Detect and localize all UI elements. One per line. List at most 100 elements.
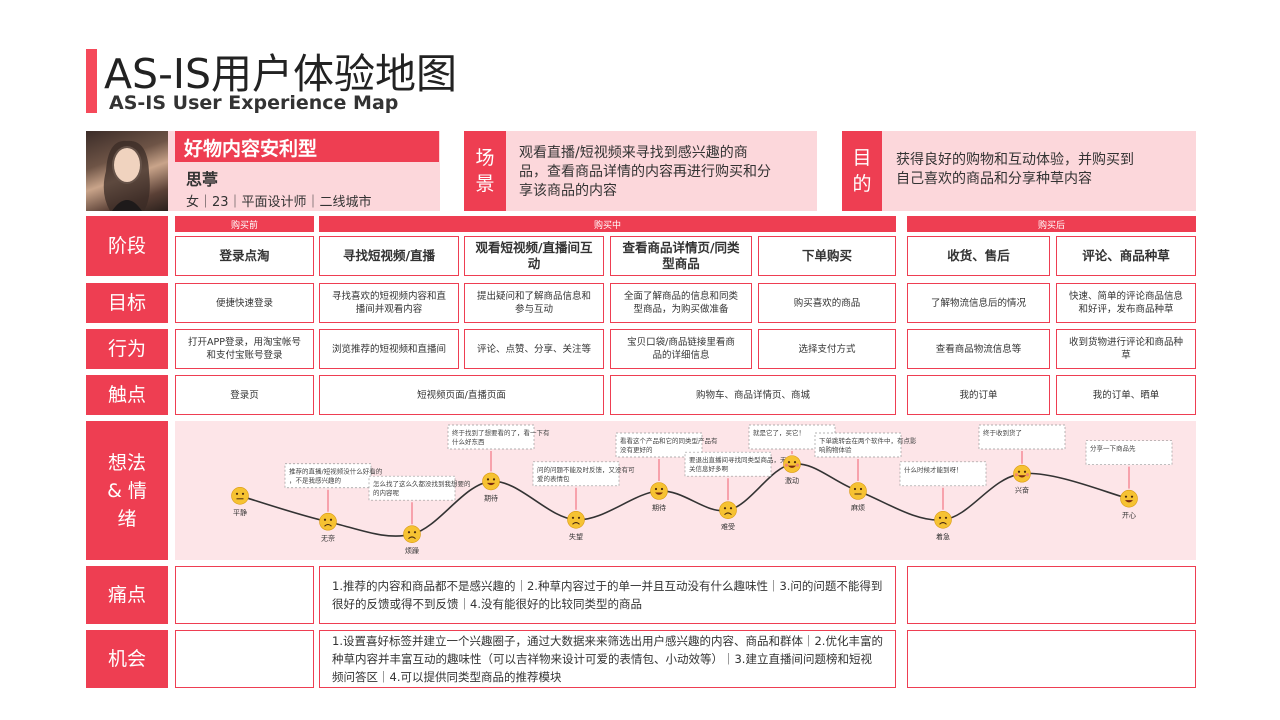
emoji-eye bbox=[577, 516, 581, 519]
emoji-face bbox=[231, 487, 249, 505]
emoji-eye bbox=[1130, 495, 1134, 498]
goal-cell: 全面了解商品的信息和同类型商品，为购买做准备 bbox=[610, 283, 752, 323]
page-title: AS-IS用户体验地图 bbox=[104, 50, 457, 98]
opportunity-empty-cell bbox=[907, 630, 1196, 688]
emoji-face bbox=[650, 482, 668, 500]
emoji-mouth bbox=[324, 523, 332, 527]
emoji-eye bbox=[407, 531, 411, 534]
goal-cell: 了解物流信息后的情况 bbox=[907, 283, 1050, 323]
emotion-emoji-icon bbox=[849, 482, 867, 500]
title-accent-bar bbox=[86, 49, 97, 113]
stage-cell: 评论、商品种草 bbox=[1056, 236, 1196, 276]
emoji-eye bbox=[323, 518, 327, 521]
emoji-eye bbox=[1017, 470, 1021, 473]
emotion-note: 看看这个产品和它的同类型产品有没有更好的 bbox=[615, 432, 718, 481]
purpose-label: 目 的 bbox=[842, 131, 882, 211]
emotion-note: 问的问题不能及时反馈，又没有可爱的表情包 bbox=[532, 461, 635, 510]
persona-name: 思葶 bbox=[186, 170, 219, 189]
row-label-pain: 痛点 bbox=[86, 566, 168, 624]
goal-cell: 购买喜欢的商品 bbox=[758, 283, 896, 323]
emotion-emoji-icon bbox=[934, 511, 952, 529]
action-cell: 选择支付方式 bbox=[758, 329, 896, 369]
emoji-eye bbox=[853, 487, 857, 491]
opportunity-empty-cell bbox=[175, 630, 314, 688]
emotion-label: 失望 bbox=[569, 532, 583, 541]
page-subtitle: AS-IS User Experience Map bbox=[109, 92, 399, 114]
emotion-note-box bbox=[447, 424, 535, 450]
action-cell: 浏览推荐的短视频和直播间 bbox=[319, 329, 459, 369]
emoji-face bbox=[1013, 464, 1031, 483]
pain-empty-cell bbox=[175, 566, 314, 624]
row-label-goal: 目标 bbox=[86, 283, 168, 323]
emoji-eye bbox=[938, 516, 942, 519]
emotion-emoji-icon bbox=[403, 525, 421, 543]
emotion-label: 麻烦 bbox=[851, 503, 865, 512]
emoji-eye bbox=[859, 487, 863, 491]
stage-cell: 查看商品详情页/同类型商品 bbox=[610, 236, 752, 276]
purpose-card bbox=[842, 131, 1196, 211]
emotion-note-box bbox=[532, 461, 620, 487]
emotion-note-text: 终于收到货了 bbox=[983, 428, 1022, 437]
emotion-label: 期待 bbox=[652, 503, 666, 512]
persona-info: 女｜23｜平面设计师｜二线城市 bbox=[186, 195, 372, 210]
emotion-label: 平静 bbox=[233, 508, 247, 517]
emotion-note-box bbox=[978, 424, 1066, 450]
emoji-mouth bbox=[1125, 500, 1133, 503]
emotion-curve-chart: 平静推荐的直播/短视频没什么好看的，不是我感兴趣的无奈怎么找了这么久都没找到我想… bbox=[231, 424, 1173, 555]
emoji-blush bbox=[795, 463, 800, 467]
emotion-emoji-icon bbox=[319, 512, 337, 531]
persona-avatar bbox=[86, 131, 168, 211]
touchpoint-cell: 购物车、商品详情页、商城 bbox=[610, 375, 896, 415]
emoji-face bbox=[567, 511, 585, 529]
action-cell: 收到货物进行评论和商品种草 bbox=[1056, 329, 1196, 369]
stage-cell: 下单购买 bbox=[758, 236, 896, 276]
scene-card bbox=[464, 131, 817, 211]
emotion-note-box bbox=[368, 475, 456, 501]
emotion-note: 推荐的直播/短视频没什么好看的，不是我感兴趣的 bbox=[284, 463, 383, 512]
emotion-emoji-icon bbox=[482, 472, 500, 491]
emoji-eye bbox=[944, 516, 948, 519]
emotion-note: 什么时候才能到呀！ bbox=[899, 461, 987, 510]
row-label-touchpoint: 触点 bbox=[86, 375, 168, 415]
goal-cell: 快速、简单的评论商品信息和好评，发布商品种草 bbox=[1056, 283, 1196, 323]
emotion-note-text: 问的问题不能及时反馈，又没有可爱的表情包 bbox=[537, 465, 635, 483]
emoji-blush bbox=[1025, 473, 1030, 477]
emotion-note: 终于找到了想要看的了，看一下有什么好东西 bbox=[447, 424, 550, 472]
emoji-eye bbox=[486, 478, 490, 481]
emoji-mouth bbox=[572, 522, 580, 525]
emoji-eye bbox=[723, 507, 727, 510]
emoji-face bbox=[1120, 489, 1138, 508]
emoji-eye bbox=[654, 487, 658, 491]
row-label-stage: 阶段 bbox=[86, 216, 168, 276]
emoji-face bbox=[849, 482, 867, 500]
scene-text: 观看直播/短视频来寻找到感兴趣的商品，查看商品详情的内容再进行购买和分享该商品的… bbox=[519, 145, 771, 199]
emotion-label: 期待 bbox=[484, 493, 498, 502]
emoji-eye bbox=[660, 487, 664, 491]
phase-after: 购买后 bbox=[907, 216, 1196, 232]
row-label-action: 行为 bbox=[86, 329, 168, 369]
emotion-emoji-icon bbox=[231, 487, 249, 505]
touchpoint-cell: 我的订单、晒单 bbox=[1056, 375, 1196, 415]
emotion-note-box bbox=[814, 432, 902, 458]
emoji-face bbox=[719, 501, 737, 519]
emotion-note-box bbox=[284, 463, 372, 489]
emotion-note-text: 下单跳转会在两个软件中，有点影响购物体验 bbox=[819, 436, 917, 454]
emotion-note-box bbox=[1085, 440, 1173, 466]
emotion-label: 难受 bbox=[721, 522, 735, 531]
emotion-label: 烦躁 bbox=[405, 547, 419, 555]
scene-label-char-2: 景 bbox=[475, 173, 495, 195]
emoji-eye bbox=[729, 507, 733, 510]
emotion-note: 终于收到货了 bbox=[978, 424, 1066, 464]
emoji-mouth bbox=[788, 465, 796, 468]
emoji-blush bbox=[784, 463, 789, 467]
emoji-face bbox=[319, 512, 337, 531]
emotion-label: 着急 bbox=[936, 532, 950, 541]
action-cell: 打开APP登录，用淘宝帐号和支付宝账号登录 bbox=[175, 329, 314, 369]
emoji-eye bbox=[571, 516, 575, 519]
stage-cell: 收货、售后 bbox=[907, 236, 1050, 276]
emotion-emoji-icon bbox=[1120, 489, 1138, 508]
persona-type-tag: 好物内容安利型 bbox=[175, 131, 439, 162]
emoji-mouth bbox=[1018, 475, 1026, 478]
scene-label-char-1: 场 bbox=[475, 147, 495, 169]
emoji-mouth bbox=[655, 492, 663, 495]
